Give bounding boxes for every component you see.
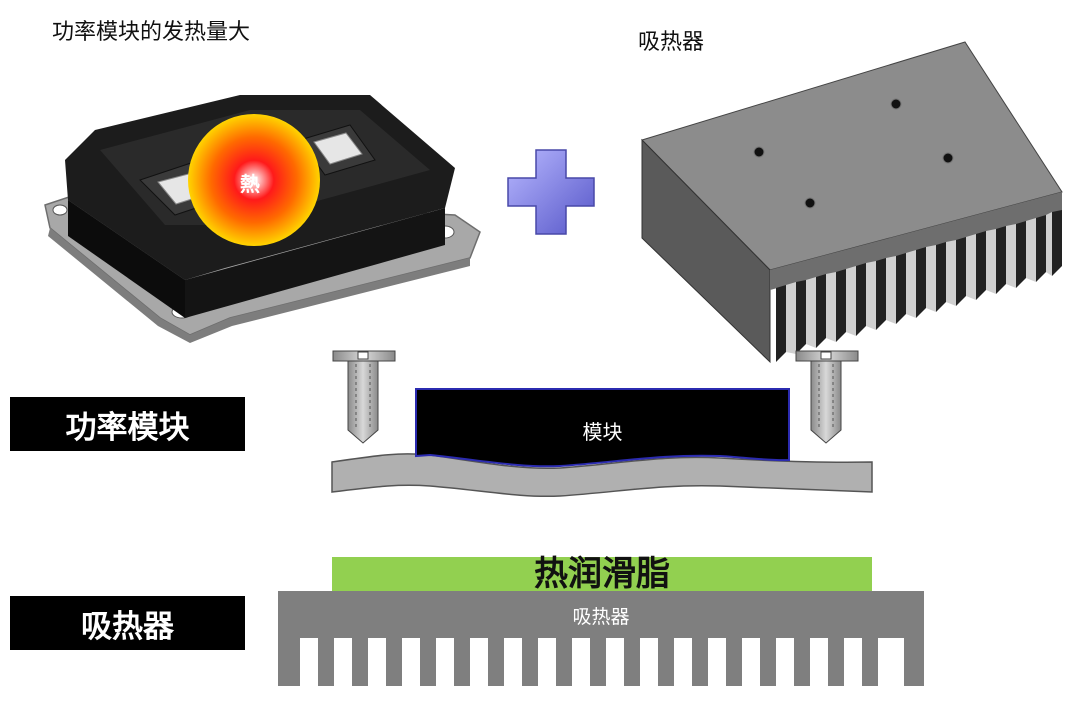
- power-module-tag: 功率模块: [10, 397, 245, 451]
- heatsink-caption: 吸热器: [638, 30, 705, 55]
- heat-label: 熱: [240, 172, 260, 196]
- heatsink-fins: [776, 210, 1062, 362]
- heatsink-3d: [641, 41, 1063, 364]
- thermal-grease-layer: [332, 557, 872, 591]
- plus-icon: [507, 149, 595, 235]
- screw-icon: [332, 350, 396, 444]
- heatsink-tag: 吸热器: [10, 596, 245, 650]
- module-label: 模块: [582, 420, 623, 444]
- screw-icon: [795, 350, 859, 444]
- heat-spot: [188, 114, 320, 246]
- heatsink-section-label: 吸热器: [572, 606, 630, 628]
- cross-section-module: [331, 388, 873, 498]
- module-heat-caption: 功率模块的发热量大: [52, 20, 251, 45]
- thermal-grease-label: 热润滑脂: [534, 554, 670, 594]
- cross-section-heatsink: [278, 591, 924, 686]
